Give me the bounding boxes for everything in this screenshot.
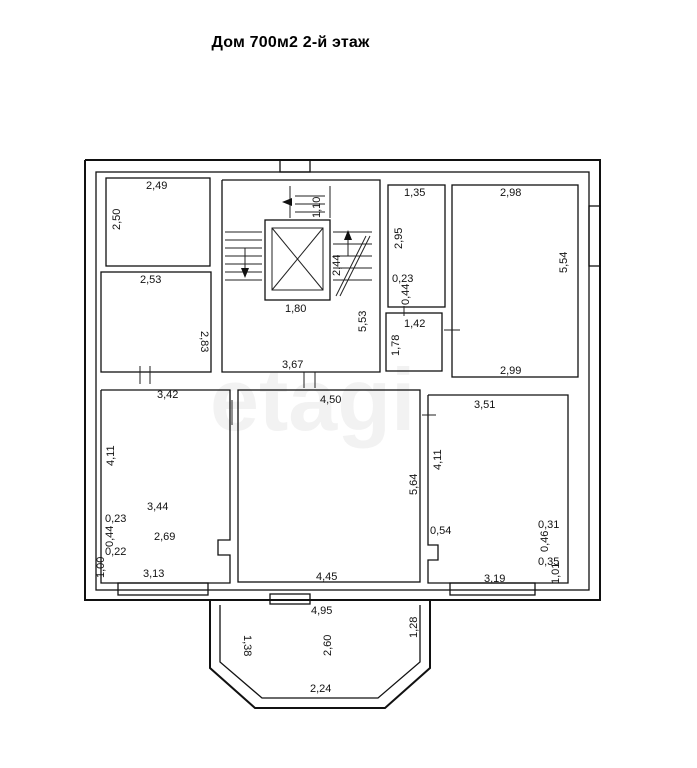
dimension-label: 2,24 (310, 683, 331, 695)
dimension-label: 1,42 (404, 318, 425, 330)
dimension-label: 4,50 (320, 394, 341, 406)
dimension-label: 1,28 (408, 617, 420, 638)
dimension-label: 3,13 (143, 568, 164, 580)
dimension-label: 0,54 (430, 525, 451, 537)
dimension-label: 2,50 (111, 209, 123, 230)
dimension-label: 2,99 (500, 365, 521, 377)
hall-stairs (221, 179, 381, 373)
plan-title: Дом 700м2 2-й этаж (211, 34, 370, 51)
dimension-label: 5,64 (408, 474, 420, 495)
dimension-label: 2,95 (393, 228, 405, 249)
room-c (387, 184, 446, 308)
dimension-label: 1,38 (241, 635, 253, 656)
dimension-label: 2,53 (140, 274, 161, 286)
window-bottom-right (449, 582, 536, 596)
dimension-label: 2,98 (500, 187, 521, 199)
bay-window (209, 593, 431, 709)
dimension-label: 5,54 (558, 252, 570, 273)
window-bottom-left (117, 582, 209, 596)
window-top (279, 159, 311, 173)
dimension-label: 1,10 (311, 197, 323, 218)
dimension-label: 1,01 (550, 563, 562, 584)
room-e (451, 184, 579, 378)
dimension-label: 1,35 (404, 187, 425, 199)
dimension-label: 1,78 (390, 335, 402, 356)
dimension-label: 2,69 (154, 531, 175, 543)
dimension-label: 4,95 (311, 605, 332, 617)
dimension-label: 0,23 (392, 273, 413, 285)
room-h (427, 394, 569, 584)
dimension-label: 0,46 (539, 531, 551, 552)
outer-walls (84, 159, 601, 601)
dimension-label: 0,23 (105, 513, 126, 525)
dimension-label: 2,83 (198, 331, 210, 352)
dimension-label: 1,80 (285, 303, 306, 315)
dimension-label: 0,44 (400, 284, 412, 305)
room-b (100, 271, 212, 373)
dimension-label: 2,44 (331, 255, 343, 276)
dimension-label: 2,60 (322, 635, 334, 656)
door-ticks (139, 306, 460, 425)
dimension-label: 5,53 (357, 311, 369, 332)
dimension-label: 4,45 (316, 571, 337, 583)
room-d (385, 312, 443, 372)
dimension-label: 3,51 (474, 399, 495, 411)
dimension-labels: 2,49 2,50 2,53 2,83 1,10 2,44 1,80 5,53 … (95, 180, 570, 695)
stairwell (225, 186, 372, 301)
dimension-label: 3,19 (484, 573, 505, 585)
dimension-label: 1,00 (95, 557, 107, 578)
dimension-label: 3,42 (157, 389, 178, 401)
watermark: etagi (210, 350, 415, 449)
dimension-label: 3,44 (147, 501, 168, 513)
dimension-label: 2,49 (146, 180, 167, 192)
dimension-label: 0,31 (538, 519, 559, 531)
dimension-label: 4,11 (105, 445, 117, 466)
dimension-label: 0,35 (538, 556, 559, 568)
dimension-label: 0,22 (105, 546, 126, 558)
dimension-label: 4,11 (432, 449, 444, 470)
window-right (588, 205, 601, 267)
dimension-label: 3,67 (282, 359, 303, 371)
room-a (105, 177, 211, 267)
dimension-label: 0,44 (104, 526, 116, 547)
room-g (237, 389, 421, 583)
